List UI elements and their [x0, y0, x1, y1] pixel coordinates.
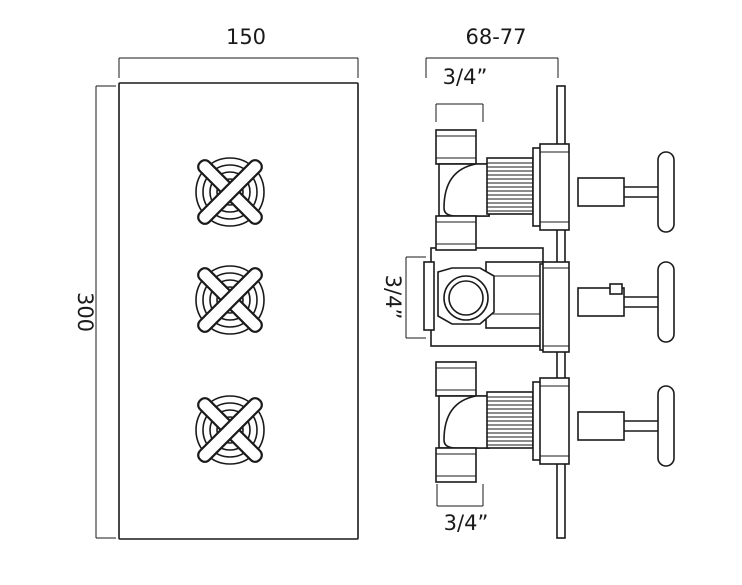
front-plate	[118, 82, 359, 540]
bottom-outlet-label: 3/4”	[444, 511, 489, 535]
top-inlet-label: 3/4”	[443, 65, 488, 89]
side-view: 68-77 3/4” 3/4” 3/4”	[381, 25, 675, 539]
top-inlet-dimension: 3/4”	[435, 65, 488, 122]
depth-label: 68-77	[465, 25, 526, 49]
middle-cross-handle	[194, 264, 266, 336]
top-cross-handle	[194, 156, 266, 228]
height-label: 300	[73, 292, 97, 332]
width-dimension: 150	[118, 25, 359, 78]
bottom-cross-handle	[194, 394, 266, 466]
front-view: 150 300	[73, 25, 359, 540]
depth-dimension: 68-77	[425, 25, 559, 78]
middle-lever	[577, 261, 675, 343]
height-dimension: 300	[73, 85, 116, 539]
outlet-port	[443, 275, 489, 321]
side-outlet-dimension: 3/4”	[381, 256, 426, 339]
top-stop-valve	[435, 129, 570, 251]
top-lever	[577, 151, 675, 233]
width-label: 150	[226, 25, 266, 49]
valve-body	[423, 247, 570, 353]
bottom-lever	[577, 385, 675, 467]
bottom-stop-valve	[435, 361, 570, 483]
bottom-outlet-dimension: 3/4”	[436, 484, 489, 535]
side-outlet-label: 3/4”	[381, 275, 405, 320]
